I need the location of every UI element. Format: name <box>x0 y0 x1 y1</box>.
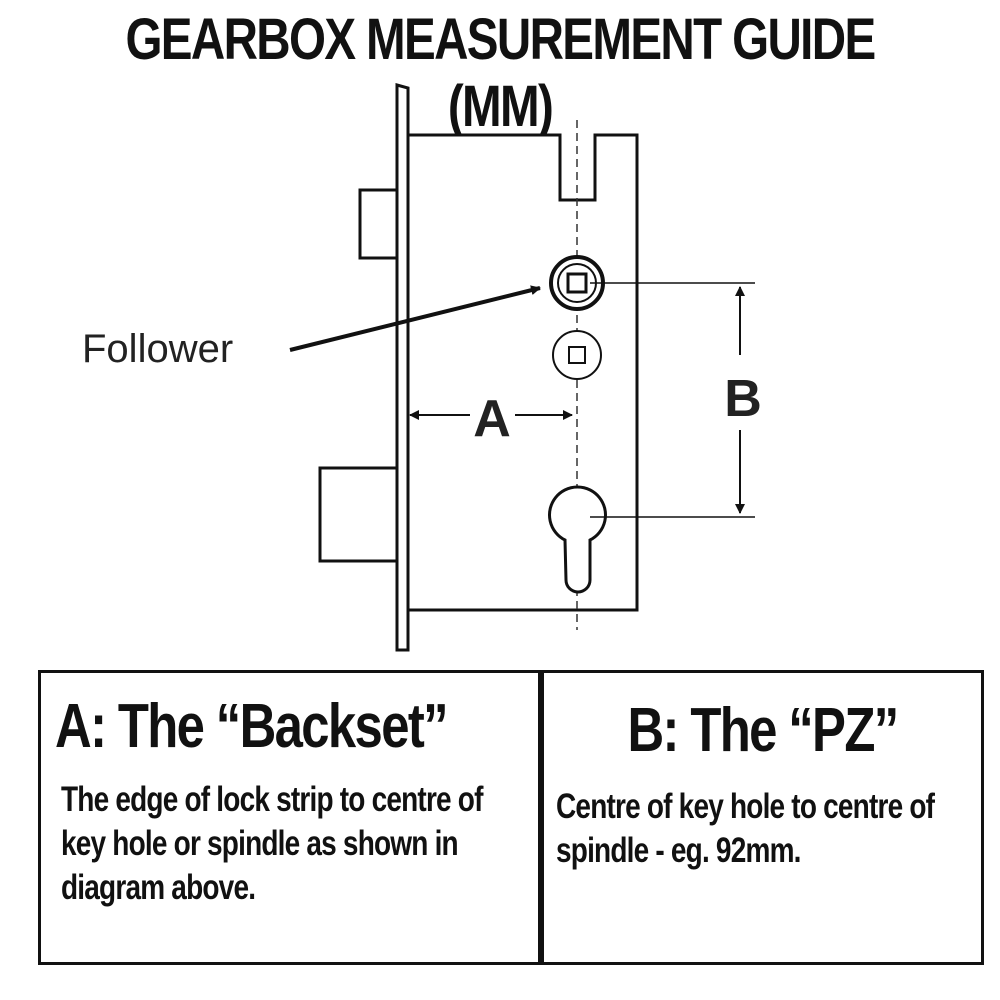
lock-case <box>406 133 639 612</box>
lock-diagram: Follower A B <box>82 83 762 652</box>
follower-label: Follower <box>82 327 233 371</box>
secondary-spindle <box>552 330 602 380</box>
label-a: A <box>473 390 511 448</box>
page-title: GEARBOX MEASUREMENT GUIDE (MM) <box>125 7 876 139</box>
follower-pointer <box>289 285 541 352</box>
label-b: B <box>724 370 762 428</box>
deadbolt <box>318 466 399 563</box>
pz-heading: B: The “PZ” <box>627 696 899 765</box>
keyhole <box>548 485 607 594</box>
pz-panel: B: The “PZ” Centre of key hole to centre… <box>541 670 984 965</box>
lock-strip <box>395 83 410 652</box>
backset-panel: A: The “Backset” The edge of lock strip … <box>38 670 541 965</box>
backset-description: The edge of lock strip to centre of key … <box>61 780 483 907</box>
latch <box>358 188 399 260</box>
pz-description: Centre of key hole to centre of spindle … <box>556 787 935 870</box>
backset-heading: A: The “Backset” <box>55 692 449 761</box>
